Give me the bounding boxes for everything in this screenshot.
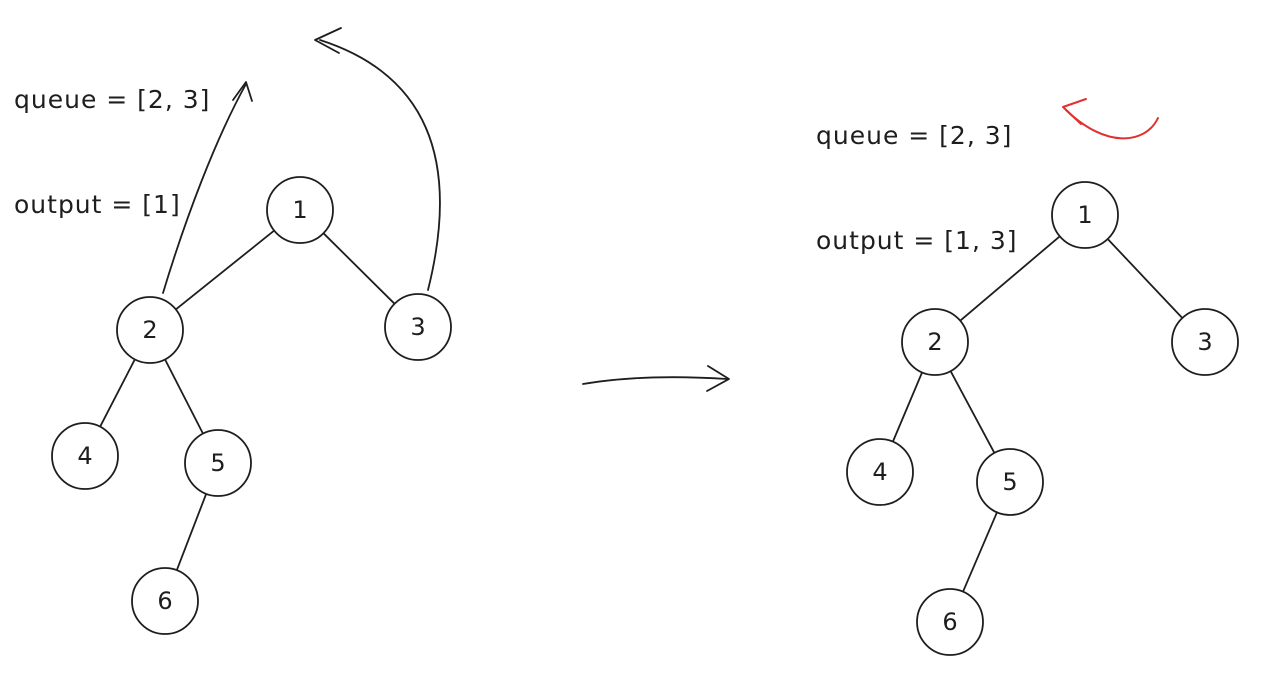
edge-1-2 xyxy=(959,235,1061,322)
transition-arrow xyxy=(582,376,728,385)
tree-node-label-6: 6 xyxy=(157,587,172,615)
arrow-node2-to-queue xyxy=(162,83,247,294)
edge-2-4 xyxy=(892,371,923,443)
right-output-text: output = [1, 3] xyxy=(816,226,1018,255)
arrow-node3-to-queue xyxy=(319,39,441,291)
edge-5-6 xyxy=(962,511,998,593)
edge-2-5 xyxy=(949,370,996,454)
right-tree: 1 2 3 4 5 6 xyxy=(846,181,1239,656)
tree-node-label-5: 5 xyxy=(1002,468,1017,496)
tree-node-circle-1 xyxy=(1051,181,1119,249)
tree-node-circle-4 xyxy=(846,438,914,506)
red-highlight-arrow-head-icon xyxy=(1062,98,1087,125)
arrow-node2-to-queue-head-icon xyxy=(232,81,253,102)
edge-5-6 xyxy=(175,492,208,572)
tree-node-circle-3 xyxy=(384,293,452,361)
tree-node-circle-5 xyxy=(184,429,252,497)
left-annotation: queue = [2, 3] output = [1] xyxy=(14,12,210,292)
edge-1-3 xyxy=(322,232,396,305)
tree-node-circle-3 xyxy=(1171,308,1239,376)
tree-node-label-5: 5 xyxy=(210,449,225,477)
left-output-text: output = [1] xyxy=(14,190,181,219)
tree-node-circle-4 xyxy=(51,422,119,490)
left-queue-text: queue = [2, 3] xyxy=(14,85,211,114)
edge-2-5 xyxy=(164,358,204,435)
tree-node-label-1: 1 xyxy=(292,196,307,224)
edge-2-4 xyxy=(99,358,136,428)
arrow-node3-to-queue-head-icon xyxy=(314,27,342,54)
edge-1-3 xyxy=(1106,238,1184,319)
tree-node-label-1: 1 xyxy=(1077,201,1092,229)
tree-node-circle-1 xyxy=(266,176,334,244)
right-annotation: queue = [2, 3] output = [1, 3] xyxy=(816,48,1018,328)
tree-node-label-2: 2 xyxy=(142,316,157,344)
tree-node-label-4: 4 xyxy=(872,458,887,486)
transition-arrow-head-icon xyxy=(706,365,730,392)
tree-node-circle-2 xyxy=(901,308,969,376)
left-tree: 1 2 3 4 5 6 xyxy=(51,176,452,635)
tree-node-label-6: 6 xyxy=(942,608,957,636)
tree-node-label-2: 2 xyxy=(927,328,942,356)
tree-node-label-4: 4 xyxy=(77,442,92,470)
tree-node-label-3: 3 xyxy=(1197,328,1212,356)
tree-node-circle-6 xyxy=(916,588,984,656)
edge-1-2 xyxy=(174,229,276,311)
tree-node-circle-5 xyxy=(976,448,1044,516)
tree-node-label-3: 3 xyxy=(410,313,425,341)
right-queue-text: queue = [2, 3] xyxy=(816,121,1013,150)
tree-node-circle-2 xyxy=(116,296,184,364)
tree-node-circle-6 xyxy=(131,567,199,635)
